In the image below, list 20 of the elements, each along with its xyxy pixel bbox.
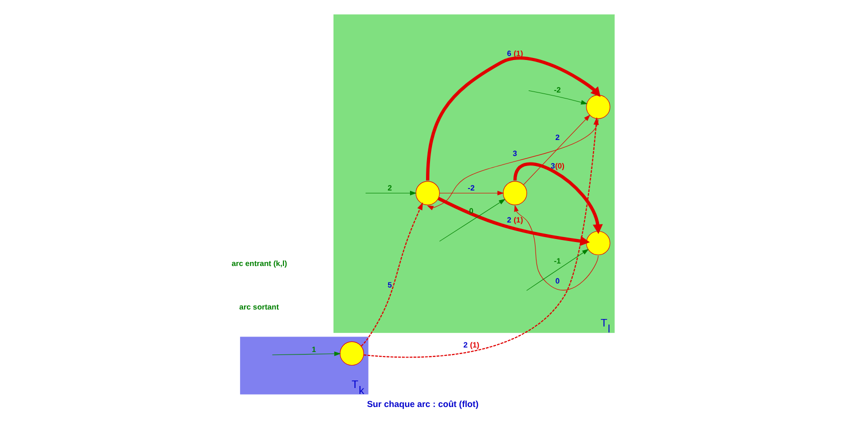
node-circle (340, 341, 364, 366)
arrow (528, 90, 588, 105)
caption: Sur chaque arc : coût (flot) (366, 399, 479, 410)
node-circle (416, 181, 440, 206)
arrow (439, 190, 504, 196)
node-circle (502, 181, 528, 206)
arrow (426, 56, 601, 181)
arrow (426, 119, 598, 210)
arrow (523, 114, 590, 185)
arrow (438, 196, 590, 246)
arrow (439, 198, 506, 242)
arrow (365, 190, 417, 196)
node-circle (586, 94, 610, 119)
arrow (360, 202, 423, 346)
arrow (364, 117, 599, 358)
node-circle (586, 231, 610, 256)
arrow (513, 162, 603, 234)
arrow (514, 204, 598, 290)
arrow (526, 248, 589, 291)
arrow (272, 351, 341, 356)
